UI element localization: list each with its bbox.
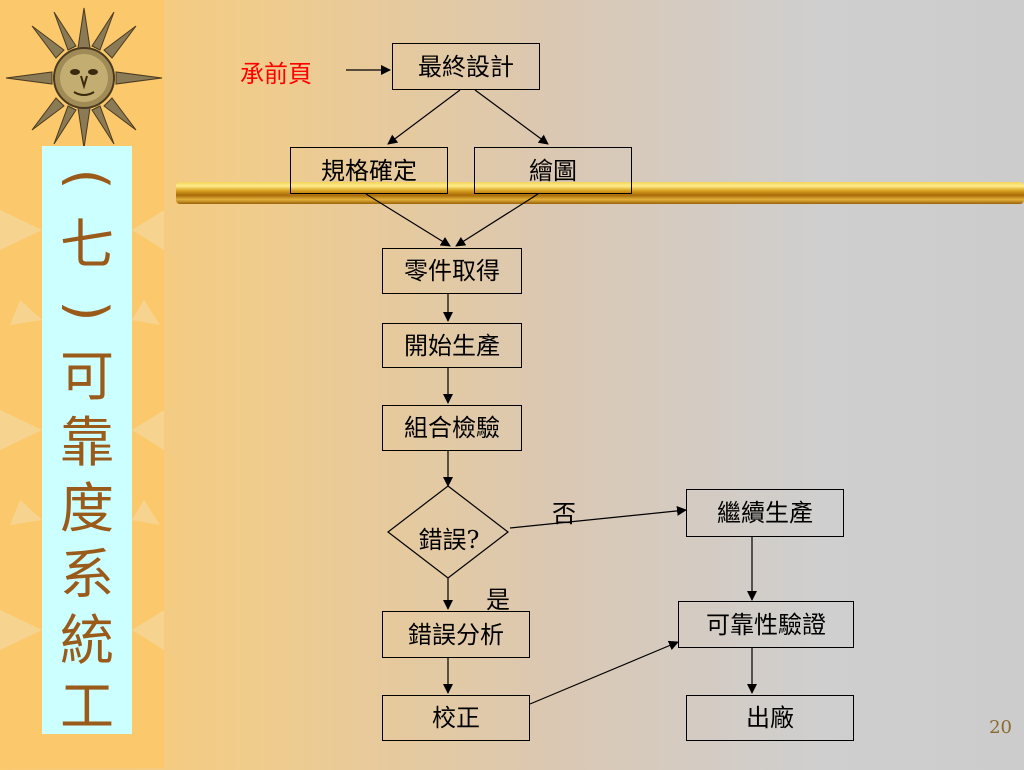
slide-title: ( 七 ) 可 靠 度 系 統 工 (42, 146, 132, 740)
node-spec-decision: 規格確定 (290, 147, 448, 194)
title-char: 度 (60, 477, 114, 540)
node-error-decision: 錯誤? (418, 526, 480, 554)
arrow-spec-to-parts (365, 193, 451, 247)
title-char: 統 (60, 609, 114, 672)
node-continue-production: 繼續生產 (686, 489, 844, 537)
arrow-drawing-to-parts (455, 193, 539, 247)
node-start-production: 開始生產 (382, 323, 522, 368)
sun-emblem-icon (5, 7, 163, 149)
title-char: 系 (60, 543, 114, 606)
node-error-analysis: 錯誤分析 (382, 611, 530, 658)
prev-page-label: 承前頁 (240, 60, 312, 88)
no-branch-label: 否 (552, 500, 576, 528)
node-reliability-verification: 可靠性驗證 (678, 601, 854, 648)
node-ship-out: 出廠 (686, 695, 854, 741)
arrow-final-to-drawing (474, 89, 549, 145)
yes-branch-label: 是 (486, 586, 510, 614)
node-final-design: 最終設計 (392, 43, 540, 90)
title-char: 工 (60, 675, 114, 738)
decision-diamond (387, 485, 509, 579)
title-char: 靠 (60, 411, 114, 474)
decorative-rays-icon (0, 210, 164, 650)
sidebar: ( 七 ) 可 靠 度 系 統 工 (0, 0, 164, 768)
title-char: 可 (60, 345, 114, 408)
page-number: 20 (989, 717, 1012, 738)
title-char: 七 (60, 213, 114, 276)
arrow-final-to-spec (387, 89, 461, 145)
slide-title-box: ( 七 ) 可 靠 度 系 統 工 (42, 146, 132, 738)
arrow-correction-to-verify (529, 640, 679, 705)
node-assembly-inspection: 組合檢驗 (382, 405, 522, 451)
node-correction: 校正 (382, 695, 530, 741)
arrow-decision-to-continue (509, 505, 687, 529)
node-drawing: 繪圖 (474, 147, 632, 194)
node-parts-acquire: 零件取得 (382, 248, 522, 294)
